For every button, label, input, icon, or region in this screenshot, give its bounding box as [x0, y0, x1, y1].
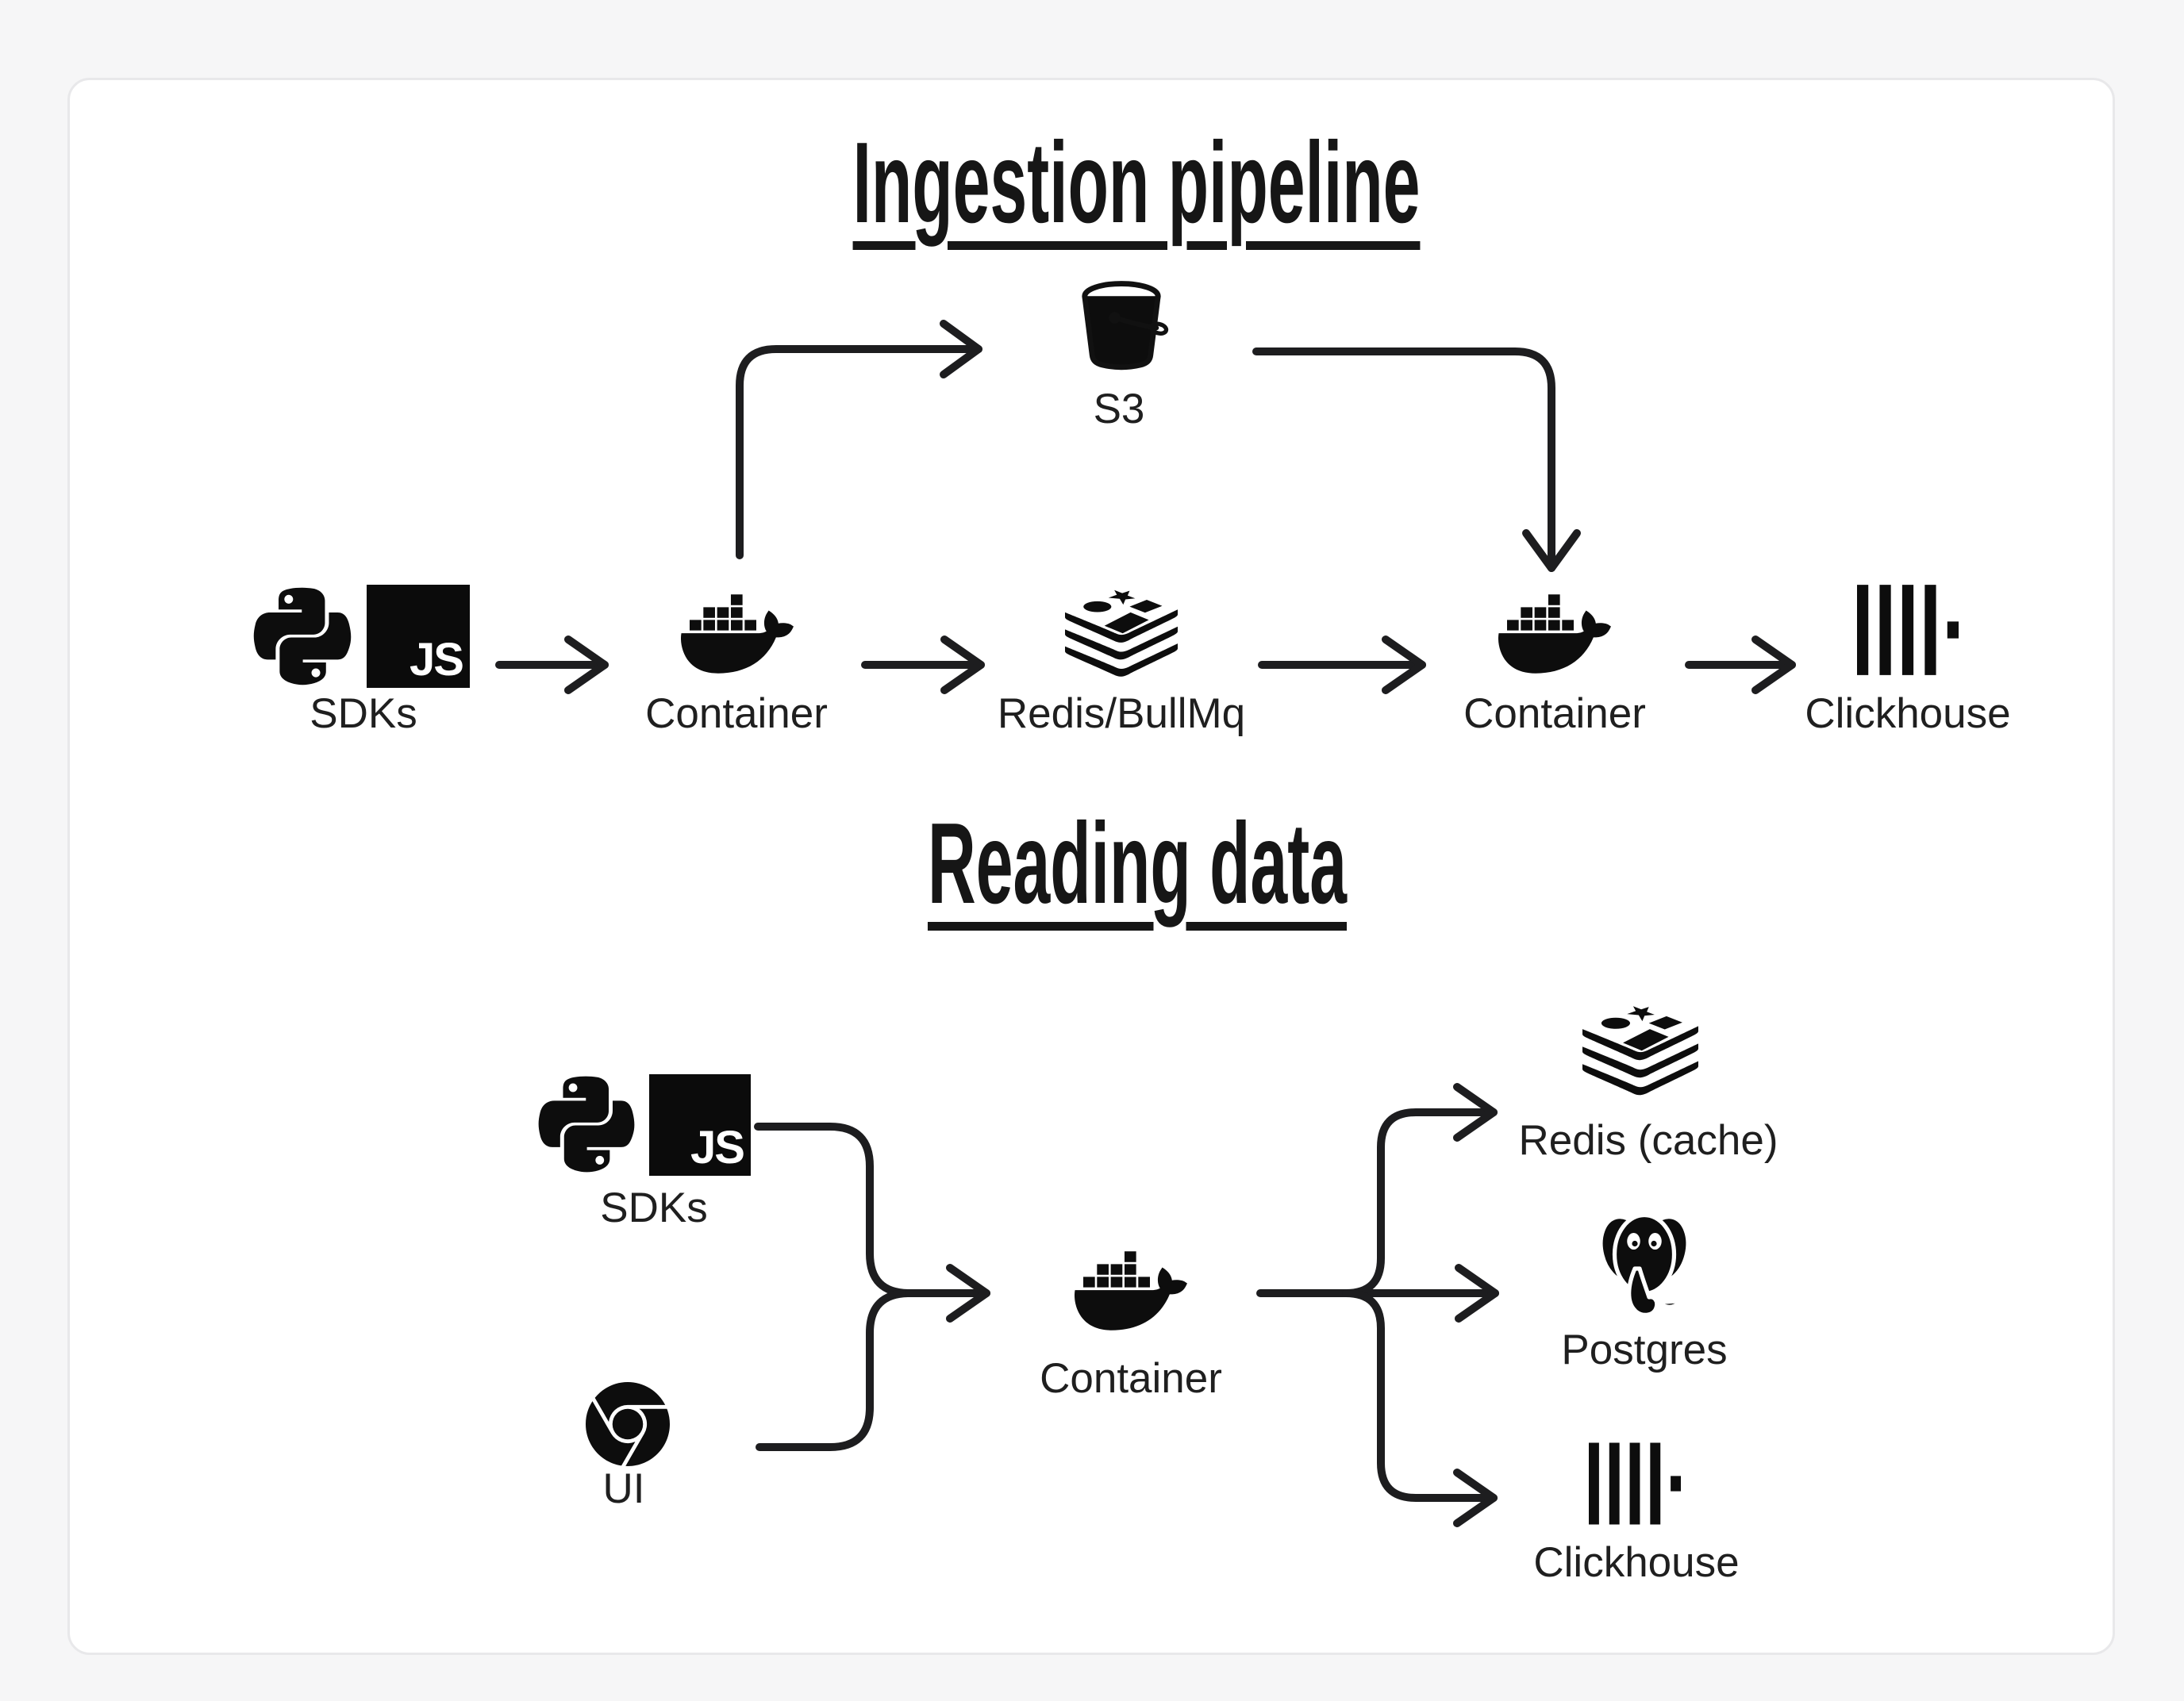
ingestion-container-in-label: Container [645, 690, 828, 737]
docker-icon [1498, 594, 1611, 674]
arrow-container3-to-redis-cache [1342, 1083, 1498, 1297]
arrow-redis-to-container2 [1258, 635, 1426, 694]
javascript-icon: JS [367, 585, 470, 688]
s3-label: S3 [1093, 386, 1145, 432]
redis-icon [1582, 1006, 1698, 1096]
docker-icon [681, 594, 794, 674]
reading-clickhouse-label: Clickhouse [1533, 1539, 1740, 1586]
wire-reading-sdks-merge [754, 1123, 913, 1297]
arrow-s3-to-container2 [1252, 347, 1581, 572]
redis-icon [1065, 589, 1178, 677]
reading-ui-label: UI [602, 1465, 645, 1512]
clickhouse-icon [1857, 585, 1959, 675]
reading-cache-label: Redis (cache) [1518, 1117, 1778, 1164]
arrow-container2-to-clickhouse [1685, 635, 1796, 694]
chrome-icon [586, 1382, 670, 1466]
reading-container-label: Container [1040, 1355, 1222, 1402]
s3-bucket-icon [1082, 281, 1169, 371]
ingestion-container-out-label: Container [1463, 690, 1646, 737]
python-icon [253, 587, 352, 685]
reading-postgres-label: Postgres [1561, 1327, 1728, 1373]
wire-reading-ui-merge [756, 1289, 913, 1451]
arrow-merge-to-container3 [906, 1264, 990, 1323]
python-icon [538, 1076, 635, 1173]
ingestion-title: Ingestion pipeline [852, 118, 1421, 247]
reading-sdks-label: SDKs [600, 1185, 708, 1231]
docker-icon [1075, 1251, 1187, 1330]
reading-title: Reading data [927, 799, 1348, 927]
ingestion-sdks-label: SDKs [310, 690, 417, 737]
arrow-container3-to-clickhouse2 [1342, 1289, 1498, 1527]
arrow-container3-to-postgres [1256, 1264, 1499, 1323]
arrow-container1-to-s3 [736, 320, 982, 559]
arrow-container1-to-redis [861, 635, 985, 694]
ingestion-clickhouse-label: Clickhouse [1805, 690, 2011, 737]
ingestion-queue-label: Redis/BullMq [997, 690, 1246, 737]
clickhouse-icon [1589, 1442, 1681, 1525]
javascript-icon: JS [649, 1074, 751, 1176]
postgres-icon [1598, 1212, 1690, 1317]
arrow-sdks-to-container1 [495, 635, 609, 694]
